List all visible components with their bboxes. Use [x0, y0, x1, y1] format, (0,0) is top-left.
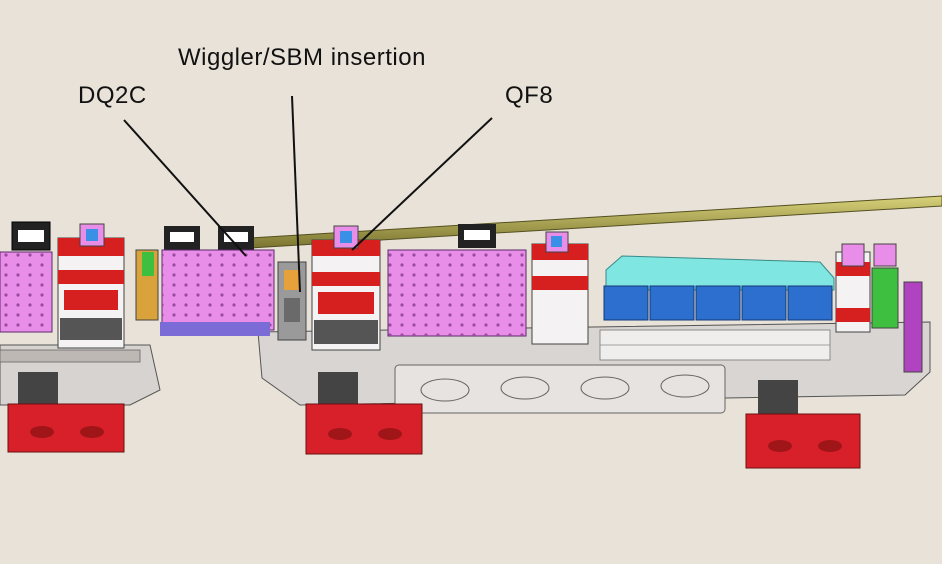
quadrupole-left — [57, 223, 125, 349]
corrector-left — [135, 249, 159, 321]
dipole-magnet-dq2c — [160, 226, 275, 336]
leader-line-dq2c — [123, 119, 247, 257]
quadrupole-middle — [531, 231, 589, 345]
leader-line-wiggler — [291, 95, 301, 293]
wiggler-element — [277, 261, 307, 341]
quadrupole-qf8 — [311, 225, 381, 351]
leader-line-qf8 — [351, 117, 493, 251]
dipole-magnet-left — [0, 221, 53, 333]
quadrupole-right — [835, 243, 923, 373]
support-stand-right — [745, 380, 861, 469]
leader-lines — [123, 95, 493, 293]
wiggler-modules — [603, 255, 835, 321]
support-stand-left — [7, 372, 125, 453]
label-dq2c: DQ2C — [78, 82, 147, 109]
dipole-magnet-middle — [387, 224, 527, 337]
label-wiggler-sbm-insertion: Wiggler/SBM insertion — [178, 44, 426, 71]
label-qf8: QF8 — [505, 82, 554, 109]
support-stand-middle — [305, 372, 423, 455]
